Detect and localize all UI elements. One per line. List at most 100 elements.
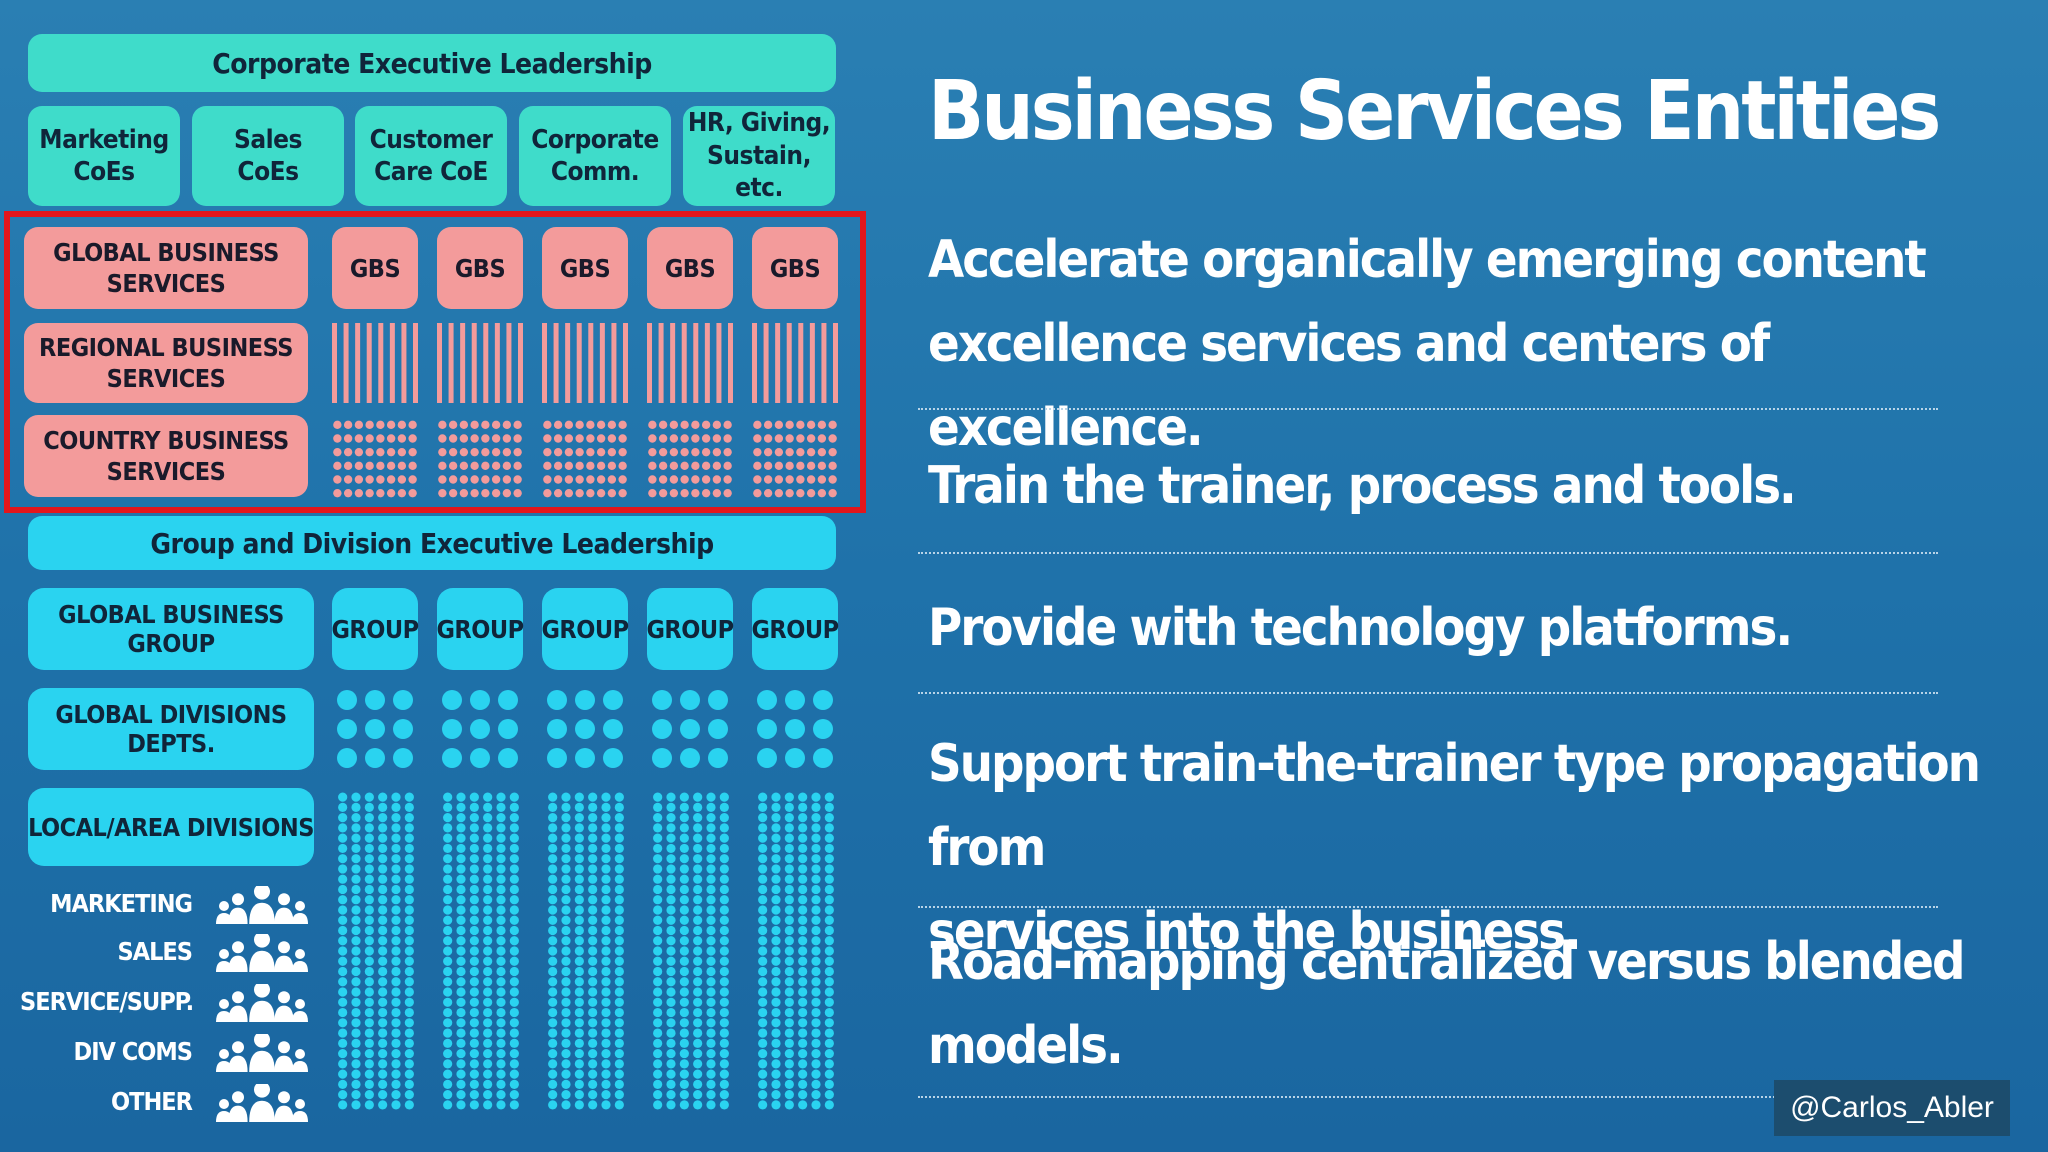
local-dot bbox=[614, 915, 624, 925]
local-dot bbox=[719, 966, 729, 977]
local-dot bbox=[758, 792, 768, 802]
local-dot bbox=[798, 997, 808, 1007]
local-dot bbox=[784, 977, 794, 987]
local-dot bbox=[561, 966, 571, 977]
local-dot bbox=[653, 1090, 663, 1100]
local-dot bbox=[404, 1059, 414, 1069]
local-dot bbox=[679, 1100, 689, 1110]
local-dot bbox=[456, 1007, 466, 1018]
local-dot bbox=[811, 1069, 821, 1079]
local-dot bbox=[601, 843, 611, 854]
local-dot bbox=[706, 874, 716, 884]
local-dot bbox=[469, 915, 479, 925]
local-dot bbox=[824, 966, 834, 977]
local-dot bbox=[574, 997, 584, 1007]
local-dot bbox=[561, 987, 571, 997]
local-dot bbox=[798, 966, 808, 977]
local-dot bbox=[811, 792, 821, 802]
local-dot bbox=[693, 966, 703, 977]
local-dot bbox=[364, 833, 374, 843]
local-dot bbox=[771, 997, 781, 1007]
local-dot bbox=[811, 884, 821, 895]
local-dot bbox=[706, 813, 716, 823]
division-dot bbox=[547, 748, 567, 768]
division-dot bbox=[813, 690, 833, 710]
divider-4 bbox=[918, 906, 1938, 908]
local-dot bbox=[653, 854, 663, 864]
local-dot bbox=[561, 874, 571, 884]
local-dot bbox=[784, 936, 794, 946]
division-dot bbox=[652, 748, 672, 768]
local-dot bbox=[758, 1059, 768, 1069]
local-dot bbox=[679, 854, 689, 864]
local-dot bbox=[679, 936, 689, 946]
point-3: Provide with technology platforms. bbox=[928, 598, 1793, 658]
local-dot bbox=[456, 936, 466, 946]
local-dot bbox=[693, 802, 703, 812]
local-dot bbox=[483, 1100, 493, 1110]
local-dot bbox=[706, 1028, 716, 1038]
local-dot bbox=[784, 833, 794, 843]
local-dot bbox=[483, 802, 493, 812]
local-dot bbox=[719, 1079, 729, 1089]
point-4: Support train-the-trainer type propagati… bbox=[928, 734, 1981, 962]
local-dot bbox=[496, 925, 506, 936]
local-dot bbox=[719, 987, 729, 997]
local-dot bbox=[496, 1007, 506, 1018]
local-dot bbox=[443, 864, 453, 874]
local-dot bbox=[548, 987, 558, 997]
local-dot bbox=[784, 1069, 794, 1079]
local-dot bbox=[378, 1069, 388, 1079]
local-dot bbox=[338, 864, 348, 874]
local-dot bbox=[771, 895, 781, 905]
local-dot bbox=[784, 874, 794, 884]
local-dot bbox=[601, 874, 611, 884]
local-dot bbox=[561, 1100, 571, 1110]
local-dot bbox=[509, 905, 519, 915]
local-dot bbox=[653, 946, 663, 956]
local-dot bbox=[719, 1028, 729, 1038]
local-dot bbox=[588, 915, 598, 925]
local-dot bbox=[719, 905, 729, 915]
local-dot bbox=[653, 925, 663, 936]
local-dot bbox=[771, 946, 781, 956]
local-dot bbox=[338, 1079, 348, 1089]
local-dot bbox=[338, 813, 348, 823]
local-dot bbox=[351, 956, 361, 966]
local-dot bbox=[364, 987, 374, 997]
local-dot bbox=[351, 946, 361, 956]
local-dot bbox=[771, 1100, 781, 1110]
watermark-handle: @Carlos_Abler bbox=[1774, 1080, 2010, 1136]
local-dot bbox=[574, 1059, 584, 1069]
local-dot bbox=[614, 1069, 624, 1079]
local-dot bbox=[693, 1079, 703, 1089]
local-dot bbox=[666, 936, 676, 946]
local-dot bbox=[601, 895, 611, 905]
local-dot bbox=[601, 987, 611, 997]
local-dot bbox=[824, 946, 834, 956]
local-dot bbox=[456, 895, 466, 905]
local-divisions-box: LOCAL/AREA DIVISIONS bbox=[28, 788, 314, 866]
local-dot bbox=[653, 915, 663, 925]
local-dot bbox=[679, 1059, 689, 1069]
local-dot bbox=[679, 1007, 689, 1018]
local-dot bbox=[364, 1028, 374, 1038]
local-dot bbox=[456, 1090, 466, 1100]
local-dot bbox=[574, 823, 584, 833]
local-dot bbox=[771, 823, 781, 833]
local-dot bbox=[338, 1038, 348, 1048]
local-dot bbox=[351, 833, 361, 843]
local-dot bbox=[771, 874, 781, 884]
local-dot bbox=[404, 1048, 414, 1059]
local-dot bbox=[509, 946, 519, 956]
local-dot bbox=[784, 946, 794, 956]
local-dot bbox=[653, 792, 663, 802]
local-dot bbox=[811, 823, 821, 833]
local-dot bbox=[811, 1028, 821, 1038]
local-dot bbox=[784, 1079, 794, 1089]
local-dot bbox=[469, 1059, 479, 1069]
local-dot bbox=[338, 966, 348, 977]
local-dot bbox=[758, 1007, 768, 1018]
division-dot bbox=[813, 748, 833, 768]
local-dot bbox=[666, 802, 676, 812]
